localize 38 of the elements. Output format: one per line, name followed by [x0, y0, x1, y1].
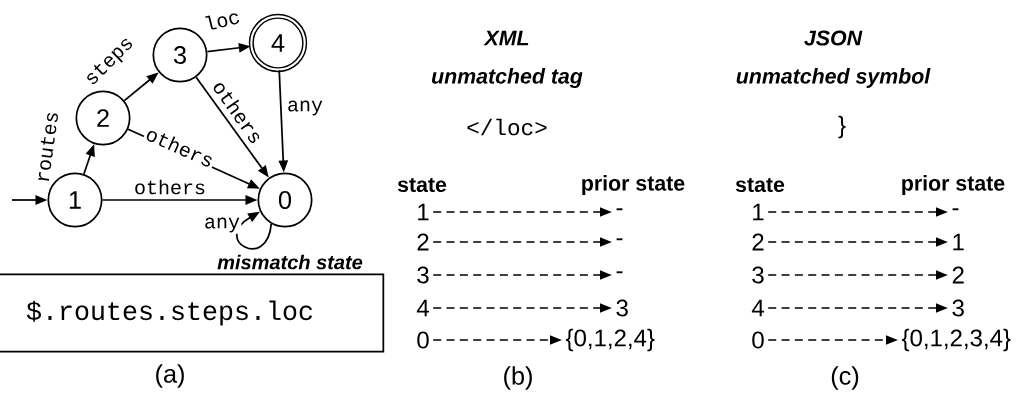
self-loop-arrow — [235, 211, 273, 250]
panel-label: (c) — [831, 366, 859, 390]
prior-state-value: 3 — [616, 299, 628, 317]
column-heading: state — [735, 177, 785, 193]
column-heading: prior state — [582, 175, 685, 195]
state-number: 2 — [752, 233, 764, 251]
code-token: </loc> — [467, 118, 547, 136]
edge-label: any — [202, 216, 242, 234]
prior-state-value: {0,1,2,3,4} — [901, 328, 1011, 352]
state-number: 4 — [416, 299, 429, 317]
prior-state-value: - — [952, 208, 959, 211]
prior-state-value: 3 — [952, 299, 964, 317]
prior-state-value: - — [616, 208, 623, 211]
edge-label: any — [285, 99, 325, 117]
column-heading: prior state — [902, 175, 1005, 195]
panel-label: (b) — [504, 366, 532, 390]
path-expression-box: $.routes.steps.loc — [0, 273, 385, 353]
panel-title: JSON — [804, 30, 863, 46]
prior-state-value: - — [616, 238, 623, 241]
prior-state-value: {0,1,2,4} — [565, 328, 655, 352]
panel-title: unmatched tag — [432, 68, 583, 88]
prior-state-value: 2 — [952, 266, 964, 284]
column-heading: state — [397, 177, 447, 193]
state-number: 0 — [752, 331, 764, 349]
state-number: 1 — [418, 203, 429, 221]
prior-state-value: - — [616, 271, 623, 274]
state-number: 1 — [753, 203, 764, 221]
prior-state-value: 1 — [953, 233, 964, 251]
state-number: 0 — [417, 331, 429, 349]
edge-label: others — [132, 178, 208, 196]
state-number: 4 — [751, 299, 764, 317]
state-number: 3 — [752, 266, 764, 284]
state-number: 3 — [417, 266, 429, 284]
panel-title: unmatched symbol — [736, 68, 931, 88]
panel-title: XML — [483, 30, 529, 46]
code-token: } — [838, 115, 846, 139]
state-number: 2 — [417, 233, 429, 251]
state-caption: mismatch state — [217, 254, 363, 270]
